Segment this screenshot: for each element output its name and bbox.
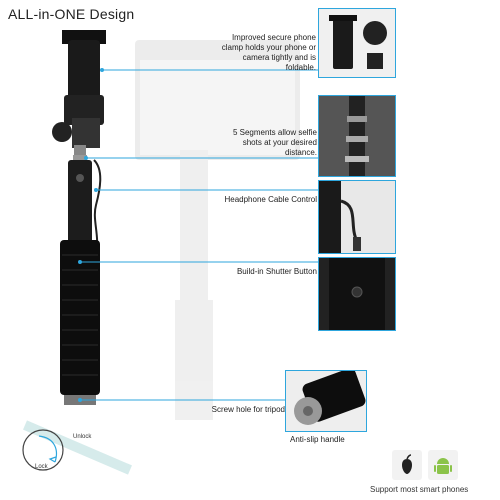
lock-label: Lock [35, 464, 48, 470]
cable-callout: Headphone Cable Control [224, 195, 317, 204]
clamp-callout: Improved secure phone clamp holds your p… [221, 33, 316, 72]
tripod-callout: Screw hole for tripod [211, 405, 285, 414]
cable-detail-panel [318, 180, 396, 254]
segments-detail-panel [318, 95, 396, 177]
android-icon [428, 450, 458, 480]
page-title: ALL-in-ONE Design [8, 6, 135, 22]
segments-callout: 5 Segments allow selfie shots at your de… [232, 128, 317, 157]
tripod-detail-panel [285, 370, 367, 432]
lock-diagram: Unlock Lock [15, 420, 135, 480]
support-text: Support most smart phones [370, 485, 469, 494]
unlock-label: Unlock [73, 434, 92, 440]
shutter-callout: Build-in Shutter Button [236, 267, 317, 276]
antislip-callout: Anti-slip handle [290, 435, 345, 444]
shutter-detail-panel [318, 257, 396, 331]
apple-icon [392, 450, 422, 480]
clamp-detail-panel [318, 8, 396, 78]
